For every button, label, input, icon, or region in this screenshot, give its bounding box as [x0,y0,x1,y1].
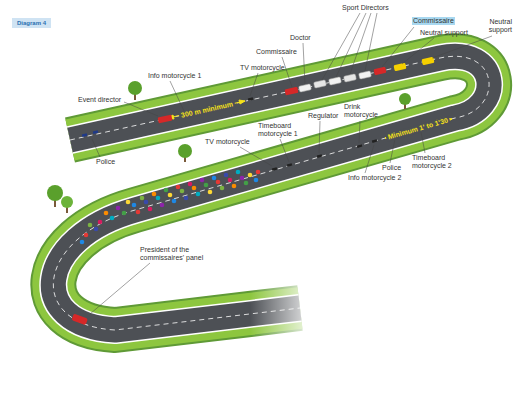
vehicle-label: Police [382,164,401,172]
vehicle-label: Neutral support [420,29,468,37]
vehicle-label: Timeboard motorcycle 2 [412,154,460,170]
vehicle-label: Info motorcycle 2 [348,174,401,182]
vehicle-label: Info motorcycle 1 [148,72,201,80]
vehicle-label: President of the commissaires' panel [140,246,214,262]
vehicle-label: Drink motorcycle [344,103,386,119]
vehicle-label: TV motorcycle [205,138,250,146]
diagram-badge: Diagram 4 [12,18,51,28]
vehicle-label: Police [96,158,115,166]
vehicle-label: Timeboard motorcycle 1 [258,122,306,138]
vehicle-label: Neutral support [476,18,512,34]
vehicle-label: Doctor [290,34,311,42]
vehicle-label: TV motorcycle [240,64,285,72]
vehicle-label: Sport Directors [342,4,389,12]
vehicle-label: Commissaire [412,17,455,25]
vehicle-label: Regulator [308,112,338,120]
vehicle-label: Commissaire [256,48,297,56]
vehicle-label: Event director [78,96,121,104]
